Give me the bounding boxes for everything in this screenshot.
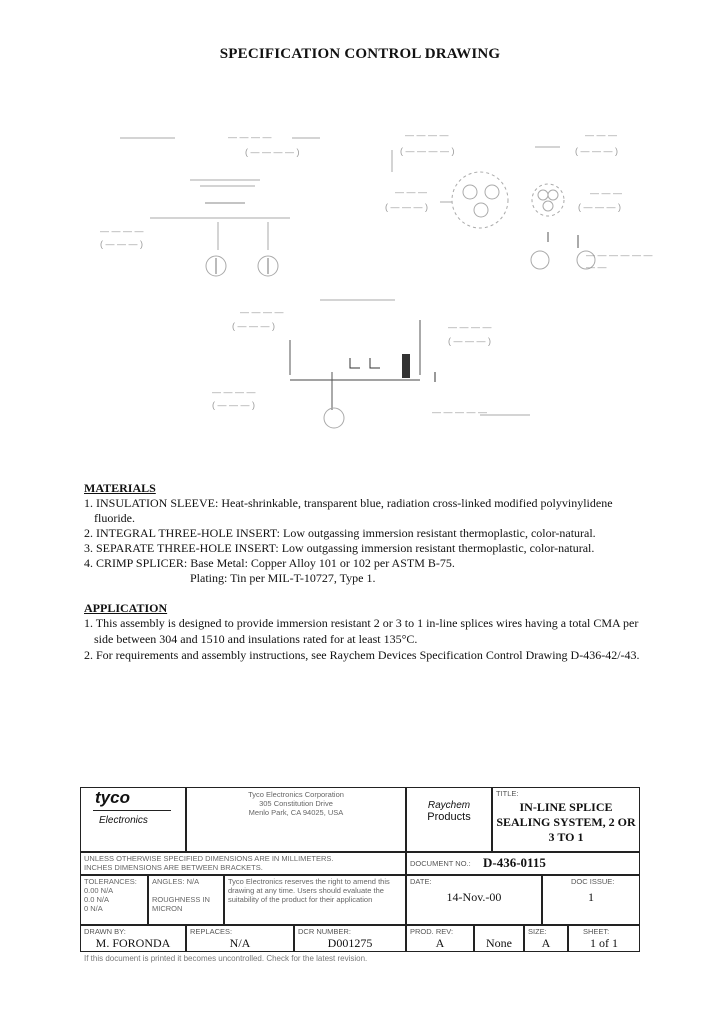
disclaimer-cell: Tyco Electronics reserves the right to a… [224, 875, 406, 925]
tolerances-cell: TOLERANCES: 0.00 N/A 0.0 N/A 0 N/A [80, 875, 148, 925]
tolerance-line: 0 N/A [84, 904, 103, 913]
prod-rev-value: A [435, 936, 445, 950]
svg-text:— — — — —: — — — — — [432, 407, 487, 417]
materials-heading: MATERIALS [84, 481, 156, 495]
application-item: side between 304 and 1510 and insulation… [94, 632, 418, 646]
weight-value: None [486, 936, 512, 950]
svg-text:( — — — ): ( — — — ) [578, 202, 621, 212]
svg-text:( — — — — ): ( — — — — ) [245, 147, 300, 157]
document-no-label: DOCUMENT NO.: [410, 859, 471, 868]
doc-issue-cell: DOC ISSUE: 1 [542, 875, 640, 925]
application-item: 1. This assembly is designed to provide … [84, 616, 639, 630]
division-cell: Raychem Products [406, 787, 492, 852]
logo-subtitle: Electronics [99, 815, 148, 826]
angles-line [152, 886, 220, 895]
size-value: A [541, 936, 551, 950]
company-address: Tyco Electronics Corporation 305 Constit… [186, 787, 406, 852]
svg-text:— — — —: — — — — [228, 132, 272, 142]
tyco-logo: tyco [95, 788, 130, 807]
sheet-cell: SHEET: 1 of 1 [568, 925, 640, 952]
disclaimer-line: suitability of the product for their app… [228, 895, 373, 904]
angles-cell: ANGLES: N/A ROUGHNESS IN MICRON [148, 875, 224, 925]
logo-cell: tyco Electronics [80, 787, 186, 852]
drawn-by-value: M. FORONDA [95, 936, 171, 950]
prod-rev-label: PROD. REV: [410, 927, 454, 936]
material-item: 3. SEPARATE THREE-HOLE INSERT: Low outga… [84, 541, 595, 555]
title-label: TITLE: [496, 789, 519, 798]
svg-text:( — — — ): ( — — — ) [575, 146, 618, 156]
application-item: 2. For requirements and assembly instruc… [84, 648, 640, 662]
title-line: SEALING SYSTEM, 2 OR [496, 815, 636, 829]
angles-line: MICRON [152, 904, 183, 913]
replaces-value: N/A [229, 936, 251, 950]
tolerance-line: TOLERANCES: [84, 877, 137, 886]
material-item: 1. INSULATION SLEEVE: Heat-shrinkable, t… [84, 496, 613, 510]
division-name: Raychem [427, 800, 471, 811]
drawn-by-label: DRAWN BY: [84, 927, 126, 936]
weight-cell: None [474, 925, 524, 952]
company-line: Tyco Electronics Corporation [248, 790, 344, 799]
svg-text:( — — — ): ( — — — ) [448, 336, 491, 346]
dcr-cell: DCR NUMBER: D001275 [294, 925, 406, 952]
svg-text:( — — — ): ( — — — ) [385, 202, 428, 212]
uncontrolled-footnote: If this document is printed it becomes u… [84, 954, 368, 963]
material-item: 2. INTEGRAL THREE-HOLE INSERT: Low outga… [84, 526, 596, 540]
title-cell: TITLE: IN-LINE SPLICE SEALING SYSTEM, 2 … [492, 787, 640, 852]
svg-text:— — — —: — — — — [212, 387, 256, 397]
disclaimer-line: Tyco Electronics reserves the right to a… [228, 877, 390, 886]
svg-text:— — —: — — — [585, 130, 617, 140]
application-heading: APPLICATION [84, 601, 168, 615]
drawing-title: IN-LINE SPLICE SEALING SYSTEM, 2 OR 3 TO… [493, 800, 639, 845]
svg-text:( — — — — ): ( — — — — ) [400, 146, 455, 156]
title-block: tyco Electronics Tyco Electronics Corpor… [80, 787, 640, 952]
logo-underline [93, 810, 171, 811]
svg-text:— — — —: — — — — [240, 307, 284, 317]
svg-text:( — — — ): ( — — — ) [212, 400, 255, 410]
doc-issue-value: 1 [588, 890, 594, 904]
title-line: 3 TO 1 [548, 830, 584, 844]
company-line: 305 Constitution Drive [259, 799, 333, 808]
svg-text:— —: — — [586, 262, 607, 272]
svg-text:— — —: — — — [395, 187, 427, 197]
svg-text:— — — —: — — — — [448, 322, 492, 332]
doc-issue-label: DOC ISSUE: [571, 877, 615, 886]
material-item: Plating: Tin per MIL-T-10727, Type 1. [190, 571, 376, 585]
company-line: Menlo Park, CA 94025, USA [248, 808, 344, 817]
size-label: SIZE: [528, 927, 547, 936]
replaces-label: REPLACES: [190, 927, 233, 936]
sheet-value: 1 of 1 [590, 936, 618, 950]
svg-text:— — — —: — — — — [405, 130, 449, 140]
sheet-label: SHEET: [583, 927, 610, 936]
document-number-cell: DOCUMENT NO.: D-436-0115 [406, 852, 640, 875]
document-number: D-436-0115 [483, 855, 546, 870]
division-sub: Products [427, 811, 471, 823]
dcr-value: D001275 [327, 936, 373, 950]
size-cell: SIZE: A [524, 925, 568, 952]
material-item: fluoride. [94, 511, 135, 525]
date-label: DATE: [410, 877, 432, 886]
dimension-note-line: UNLESS OTHERWISE SPECIFIED DIMENSIONS AR… [84, 854, 334, 863]
material-item: 4. CRIMP SPLICER: Base Metal: Copper All… [84, 556, 455, 570]
svg-text:— — — —: — — — — [100, 226, 144, 236]
angles-line: ROUGHNESS IN [152, 895, 210, 904]
svg-text:( — — — ): ( — — — ) [232, 321, 275, 331]
tolerance-line: 0.0 N/A [84, 895, 110, 904]
disclaimer-line: drawing at any time. Users should evalua… [228, 886, 384, 895]
technical-drawing: — — — — ( — — — — ) — — — — ( — — — — ) … [100, 130, 653, 429]
svg-text:( — — — ): ( — — — ) [100, 239, 143, 249]
tolerance-line: 0.00 N/A [84, 886, 114, 895]
replaces-cell: REPLACES: N/A [186, 925, 294, 952]
dcr-label: DCR NUMBER: [298, 927, 351, 936]
drawn-by-cell: DRAWN BY: M. FORONDA [80, 925, 186, 952]
prod-rev-cell: PROD. REV: A [406, 925, 474, 952]
date-value: 14-Nov.-00 [446, 890, 502, 904]
svg-text:— — — — — —: — — — — — — [586, 250, 653, 260]
angles-line: ANGLES: N/A [152, 877, 200, 886]
svg-text:— — —: — — — [590, 188, 622, 198]
dimension-note: UNLESS OTHERWISE SPECIFIED DIMENSIONS AR… [80, 852, 406, 875]
dimension-note-line: INCHES DIMENSIONS ARE BETWEEN BRACKETS. [84, 863, 263, 872]
title-line: IN-LINE SPLICE [519, 800, 613, 814]
date-cell: DATE: 14-Nov.-00 [406, 875, 542, 925]
document-title: SPECIFICATION CONTROL DRAWING [219, 46, 501, 62]
